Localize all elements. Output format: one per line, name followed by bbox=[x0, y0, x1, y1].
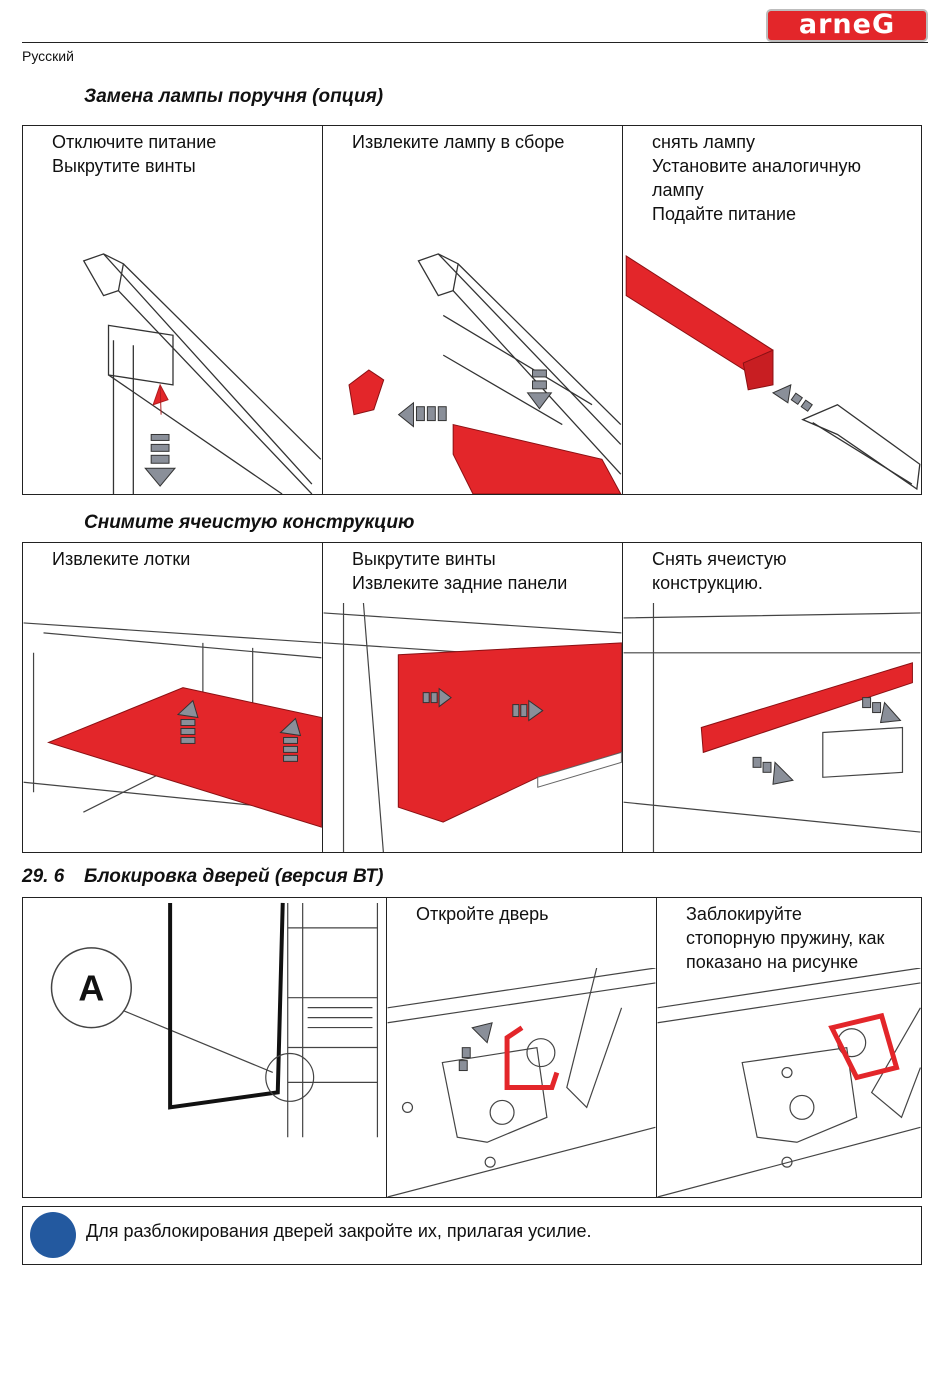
section-title-grid: Снимите ячеистую конструкцию bbox=[84, 512, 415, 533]
illustration-panels bbox=[323, 603, 622, 852]
illustration-cabinet: A bbox=[23, 898, 386, 1197]
grid-structure-illustration bbox=[623, 603, 921, 852]
column-divider bbox=[322, 126, 323, 494]
step-cell-remove-lamp: Извлеките лампу в сборе bbox=[323, 126, 622, 494]
illustration-open-door bbox=[387, 968, 656, 1197]
down-arrow-icon bbox=[144, 433, 177, 487]
step-cell-lock-spring: Заблокируйте стопорную пружину, как пока… bbox=[657, 898, 921, 1197]
step-text: Откройте дверь bbox=[416, 904, 549, 924]
language-label: Русский bbox=[22, 48, 74, 64]
arrow-up-icon bbox=[176, 699, 302, 762]
arrow-left-icon bbox=[397, 401, 447, 428]
step-cell-power-off: Отключите питание Выкрутите винты bbox=[23, 126, 322, 494]
down-arrow-icon bbox=[526, 369, 553, 410]
callout-circle bbox=[50, 947, 132, 1029]
info-icon bbox=[30, 1212, 76, 1258]
lamp-assembly-illustration bbox=[348, 253, 622, 494]
step-text: Извлеките лампу в сборе bbox=[352, 132, 565, 152]
cabinet-overview-illustration: A bbox=[50, 902, 379, 1138]
grid-steps-panel: Извлеките лотки Выкрутите винты bbox=[22, 542, 922, 853]
door-spring-open-illustration bbox=[387, 968, 656, 1197]
step-text: Отключите питание Выкрутите винты bbox=[52, 132, 217, 176]
callout-letter: A bbox=[78, 969, 104, 1009]
step-cell-open-door: Откройте дверь bbox=[387, 898, 656, 1197]
tray-illustration bbox=[23, 622, 322, 828]
step-text: Заблокируйте стопорную пружину, как пока… bbox=[686, 904, 885, 972]
column-divider bbox=[386, 898, 387, 1197]
section-title-door-lock: Блокировка дверей (версия ВТ) bbox=[84, 866, 384, 887]
arrow-right-icon bbox=[422, 687, 544, 722]
brand-logo: arneG bbox=[766, 9, 928, 42]
illustration-lock-spring bbox=[657, 968, 921, 1197]
step-cell-remove-trays: Извлеките лотки bbox=[23, 543, 322, 852]
step-text: снять лампу Установите аналогичную лампу… bbox=[652, 132, 862, 224]
handrail-profile-illustration bbox=[82, 253, 322, 494]
illustration-new-lamp bbox=[623, 246, 921, 494]
step-text: Извлеките лотки bbox=[52, 549, 191, 569]
column-divider bbox=[656, 898, 657, 1197]
rotate-arrow-icon bbox=[458, 1022, 493, 1072]
column-divider bbox=[622, 543, 623, 852]
step-cell-replace-lamp: снять лампу Установите аналогичную лампу… bbox=[623, 126, 921, 494]
step-cell-remove-grid: Снять ячеистую конструкцию. bbox=[623, 543, 921, 852]
header-rule bbox=[22, 42, 928, 43]
column-divider bbox=[322, 543, 323, 852]
new-lamp-illustration bbox=[625, 255, 921, 491]
door-lock-panel: A Откройте дверь bbox=[22, 897, 922, 1198]
arrow-down-right-icon bbox=[752, 697, 902, 785]
lamp-steps-panel: Отключите питание Выкрутите винты bbox=[22, 125, 922, 495]
illustration-remove-lamp bbox=[323, 246, 622, 494]
door-spring-locked-illustration bbox=[657, 968, 921, 1197]
illustration-trays bbox=[23, 603, 322, 852]
illustration-grid bbox=[623, 603, 921, 852]
lamp-cap-icon bbox=[348, 369, 385, 416]
overview-cell: A bbox=[23, 898, 386, 1197]
note-text: Для разблокирования дверей закройте их, … bbox=[86, 1221, 592, 1241]
step-text: Снять ячеистую конструкцию. bbox=[652, 549, 787, 593]
arrow-up-left-icon bbox=[771, 384, 813, 412]
screw-icon bbox=[152, 383, 169, 415]
section-title-lamp: Замена лампы поручня (опция) bbox=[84, 86, 384, 107]
back-panel-illustration bbox=[323, 603, 622, 852]
illustration-unscrew bbox=[23, 246, 322, 494]
info-note: Для разблокирования дверей закройте их, … bbox=[22, 1206, 922, 1265]
step-cell-remove-panels: Выкрутите винты Извлеките задние панели bbox=[323, 543, 622, 852]
column-divider bbox=[622, 126, 623, 494]
step-text: Выкрутите винты Извлеките задние панели bbox=[352, 549, 568, 593]
section-number: 29. 6 bbox=[22, 866, 65, 887]
